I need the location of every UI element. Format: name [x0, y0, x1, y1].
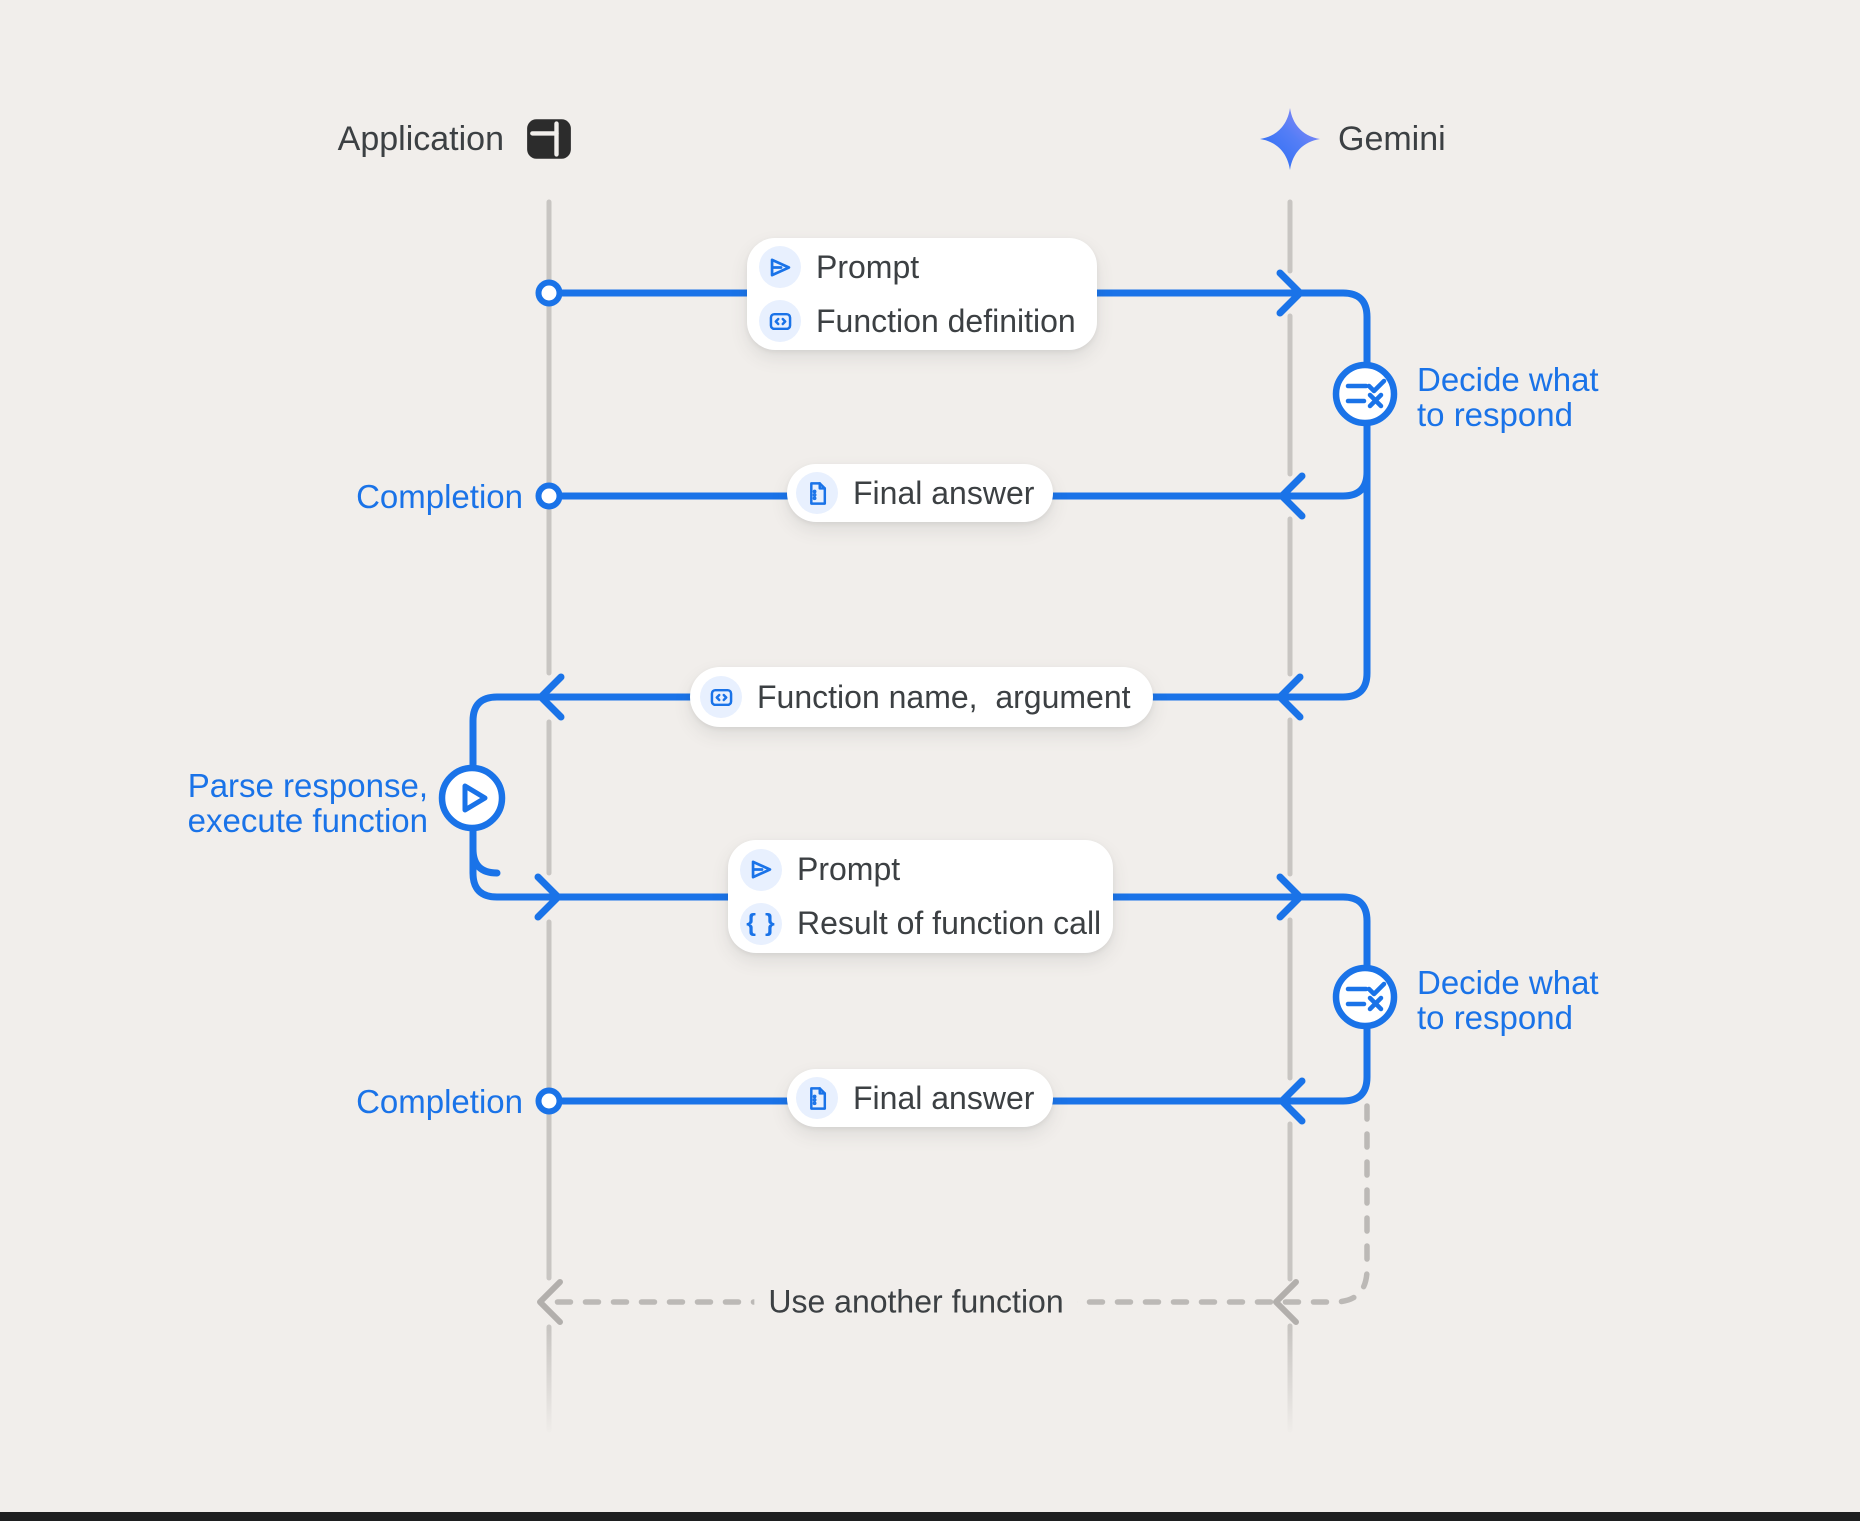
loop-arrow-at-gemini-icon — [1273, 1279, 1299, 1325]
arrow-prompt2-to-gemini-icon — [1276, 873, 1304, 921]
arrow-final1-from-gemini-icon — [1278, 472, 1306, 520]
message-row: Prompt — [728, 848, 1113, 891]
message-label: Function definition — [816, 302, 1076, 339]
message-label: Function name, argument — [757, 678, 1131, 715]
final-answer-1-path — [556, 468, 1371, 500]
parse-execute-label: Parse response, execute function — [187, 767, 428, 839]
gemini-star-icon — [1260, 108, 1320, 170]
app-window-icon — [527, 119, 571, 159]
message-label: Final answer — [853, 474, 1035, 511]
rules-check-icon — [1345, 981, 1387, 1012]
message-label: Prompt — [797, 851, 901, 887]
arrow-fncall-at-application-icon — [537, 673, 565, 721]
message-row: Prompt — [747, 246, 1097, 288]
use-another-function-label: Use another function — [754, 1283, 1078, 1321]
rules-check-icon — [1345, 378, 1387, 409]
code-icon — [700, 676, 742, 718]
actor-application-label: Application — [337, 120, 504, 158]
arrow-fncall-at-gemini-icon — [1276, 673, 1304, 721]
actor-gemini-label: Gemini — [1338, 120, 1446, 158]
arrow-final2-from-gemini-icon — [1278, 1077, 1306, 1125]
completion-node-2 — [535, 1087, 563, 1115]
decide-label-1: Decide what to respond — [1417, 361, 1599, 433]
document-icon — [796, 472, 838, 514]
document-icon — [796, 1077, 838, 1119]
play-icon — [462, 783, 488, 813]
decide-label-2: Decide what to respond — [1417, 964, 1599, 1036]
message-label: Result of function call — [797, 905, 1102, 941]
code-icon — [759, 300, 801, 342]
completion-label-1: Completion — [356, 478, 523, 515]
message-row: Function definition — [747, 300, 1097, 342]
message-row: { } Result of function call — [728, 902, 1113, 945]
message-label: Final answer — [853, 1079, 1035, 1116]
execute-node — [438, 764, 506, 832]
message-row: Final answer — [787, 472, 1053, 514]
send-icon — [759, 246, 801, 288]
loop-arrow-at-application-icon — [537, 1279, 563, 1325]
bottom-edge-bar — [0, 1512, 1860, 1521]
message-row: Final answer — [787, 1077, 1053, 1119]
decide-node-2 — [1332, 964, 1398, 1030]
decide-node-1 — [1332, 361, 1398, 427]
arrow-prompt2-at-application-icon — [534, 873, 562, 921]
start-node — [535, 279, 563, 307]
braces-icon: { } — [740, 902, 782, 945]
message-function-name-argument: Function name, argument — [690, 667, 1153, 727]
message-prompt-result: Prompt { } Result of function call — [728, 840, 1113, 953]
completion-node-1 — [535, 482, 563, 510]
message-prompt-function-definition: Prompt Function definition — [747, 238, 1097, 350]
send-icon — [740, 848, 782, 891]
message-row: Function name, argument — [690, 676, 1153, 718]
arrow-prompt1-to-gemini-icon — [1276, 269, 1304, 317]
main-flow-path — [469, 289, 1371, 1105]
loop-back-dashed-path — [553, 1103, 1370, 1305]
message-final-answer-2: Final answer — [787, 1069, 1053, 1127]
message-final-answer-1: Final answer — [787, 464, 1053, 522]
completion-label-2: Completion — [356, 1083, 523, 1120]
message-label: Prompt — [816, 248, 920, 285]
